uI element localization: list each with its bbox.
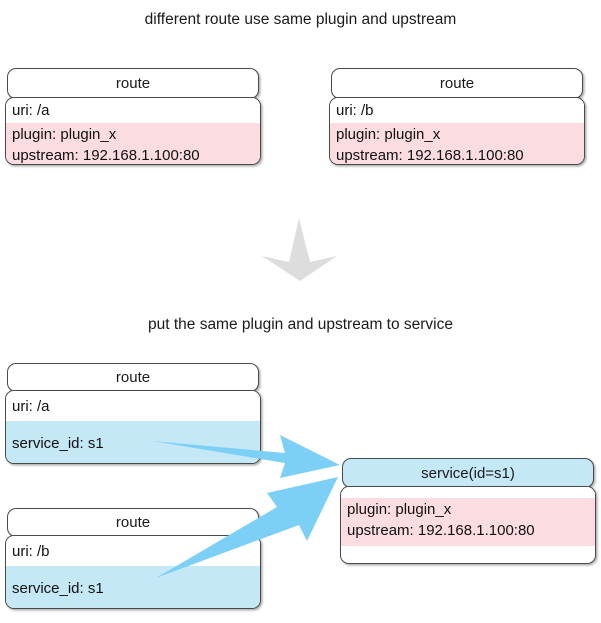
route-b-plugin-band: plugin: plugin_x upstream: 192.168.1.100…: [330, 123, 584, 164]
route-a-body: uri: /a plugin: plugin_x upstream: 192.1…: [5, 97, 261, 165]
route-a-upstream: upstream: 192.168.1.100:80: [12, 147, 200, 164]
middle-section-caption: put the same plugin and upstream to serv…: [147, 316, 453, 333]
route-a-plugin: plugin: plugin_x: [12, 126, 117, 143]
route-a2-body: uri: /a service_id: s1: [5, 390, 261, 464]
route-a-header: route: [7, 68, 259, 99]
service-plugin-band: plugin: plugin_x upstream: 192.168.1.100…: [341, 498, 595, 546]
service-upstream: upstream: 192.168.1.100:80: [347, 522, 535, 539]
service-header: service(id=s1): [342, 458, 594, 488]
route-a2-uri: uri: /a: [6, 391, 260, 421]
route-a-plugin-band: plugin: plugin_x upstream: 192.168.1.100…: [6, 123, 260, 164]
service-gap-row: [341, 487, 595, 498]
route-b2-header: route: [7, 508, 259, 537]
route-b-body: uri: /b plugin: plugin_x upstream: 192.1…: [329, 97, 585, 165]
top-section-caption: different route use same plugin and upst…: [144, 11, 457, 28]
route-b-upstream: upstream: 192.168.1.100:80: [336, 147, 524, 164]
route-b-header: route: [331, 68, 583, 99]
route-b2-body: uri: /b service_id: s1: [5, 535, 261, 609]
route-a2-header: route: [7, 363, 259, 392]
route-b-uri: uri: /b: [330, 98, 584, 123]
route-b2-uri: uri: /b: [6, 536, 260, 566]
route-a2-service-id: service_id: s1: [6, 421, 260, 463]
service-plugin: plugin: plugin_x: [347, 501, 452, 518]
down-arrow-icon: [262, 218, 337, 281]
route-b2-service-id: service_id: s1: [6, 566, 260, 608]
route-b-plugin: plugin: plugin_x: [336, 126, 441, 143]
route-a-uri: uri: /a: [6, 98, 260, 123]
service-footer-row: [341, 546, 595, 563]
service-body: plugin: plugin_x upstream: 192.168.1.100…: [340, 486, 596, 564]
